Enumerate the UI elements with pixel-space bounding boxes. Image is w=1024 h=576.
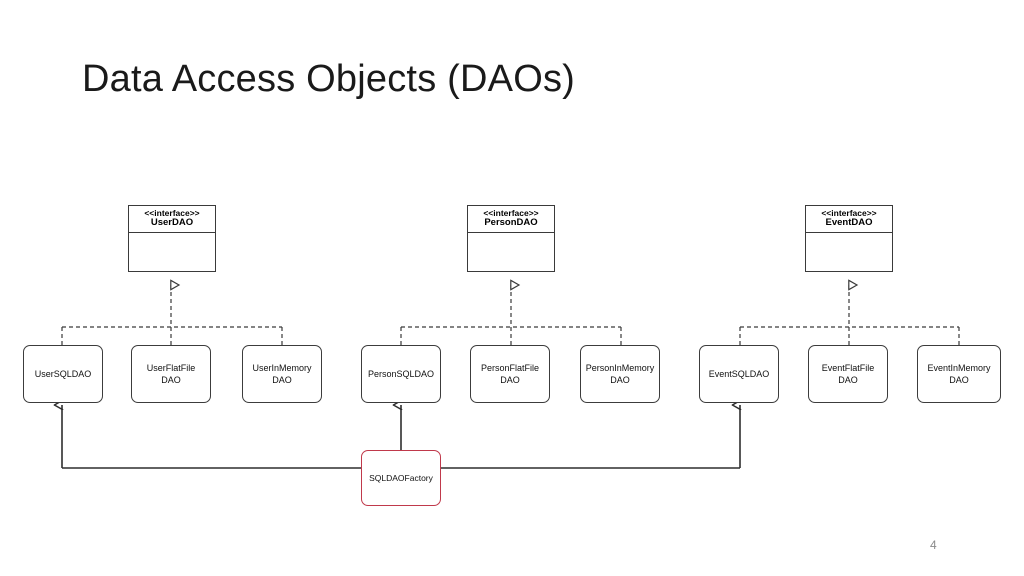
class-personinmemorydao[interactable]: PersonInMemory DAO: [580, 345, 660, 403]
realization-group-persondao: [400, 285, 622, 345]
class-label: PersonSQLDAO: [367, 368, 435, 379]
class-label: UserInMemory DAO: [252, 362, 312, 385]
slide-number: 4: [930, 538, 937, 552]
realization-group-userdao: [61, 285, 283, 345]
class-label: EventSQLDAO: [708, 368, 770, 379]
stereotype-label: <<interface>>: [821, 207, 877, 218]
class-personsqldao[interactable]: PersonSQLDAO: [361, 345, 441, 403]
interface-header: <<interface>> PersonDAO: [468, 206, 554, 233]
factory-label: SQLDAOFactory: [369, 473, 433, 483]
interface-name: UserDAO: [150, 217, 194, 229]
interface-userdao[interactable]: <<interface>> UserDAO: [128, 205, 216, 272]
class-eventinmemorydao[interactable]: EventInMemory DAO: [917, 345, 1001, 403]
class-label: UserSQLDAO: [34, 368, 92, 379]
class-label: UserFlatFile DAO: [146, 362, 196, 385]
realization-group-eventdao: [739, 285, 960, 345]
stereotype-label: <<interface>>: [144, 207, 200, 218]
class-eventsqldao[interactable]: EventSQLDAO: [699, 345, 779, 403]
interface-members-compartment: [129, 233, 215, 271]
interface-members-compartment: [806, 233, 892, 271]
class-label: EventInMemory DAO: [927, 362, 991, 385]
interface-eventdao[interactable]: <<interface>> EventDAO: [805, 205, 893, 272]
class-userflatfiledao[interactable]: UserFlatFile DAO: [131, 345, 211, 403]
interface-header: <<interface>> UserDAO: [129, 206, 215, 233]
class-usersqldao[interactable]: UserSQLDAO: [23, 345, 103, 403]
interface-members-compartment: [468, 233, 554, 271]
interface-name: EventDAO: [825, 217, 873, 229]
class-eventflatfiledao[interactable]: EventFlatFile DAO: [808, 345, 888, 403]
interface-name: PersonDAO: [484, 217, 538, 229]
class-personflatfiledao[interactable]: PersonFlatFile DAO: [470, 345, 550, 403]
interface-persondao[interactable]: <<interface>> PersonDAO: [467, 205, 555, 272]
class-label: EventFlatFile DAO: [821, 362, 875, 385]
page-title: Data Access Objects (DAOs): [82, 58, 576, 100]
class-label: PersonFlatFile DAO: [480, 362, 540, 385]
stereotype-label: <<interface>>: [483, 207, 539, 218]
class-label: PersonInMemory DAO: [585, 362, 655, 385]
interface-header: <<interface>> EventDAO: [806, 206, 892, 233]
class-sqldaofactory[interactable]: SQLDAOFactory: [361, 450, 441, 506]
class-userinmemorydao[interactable]: UserInMemory DAO: [242, 345, 322, 403]
